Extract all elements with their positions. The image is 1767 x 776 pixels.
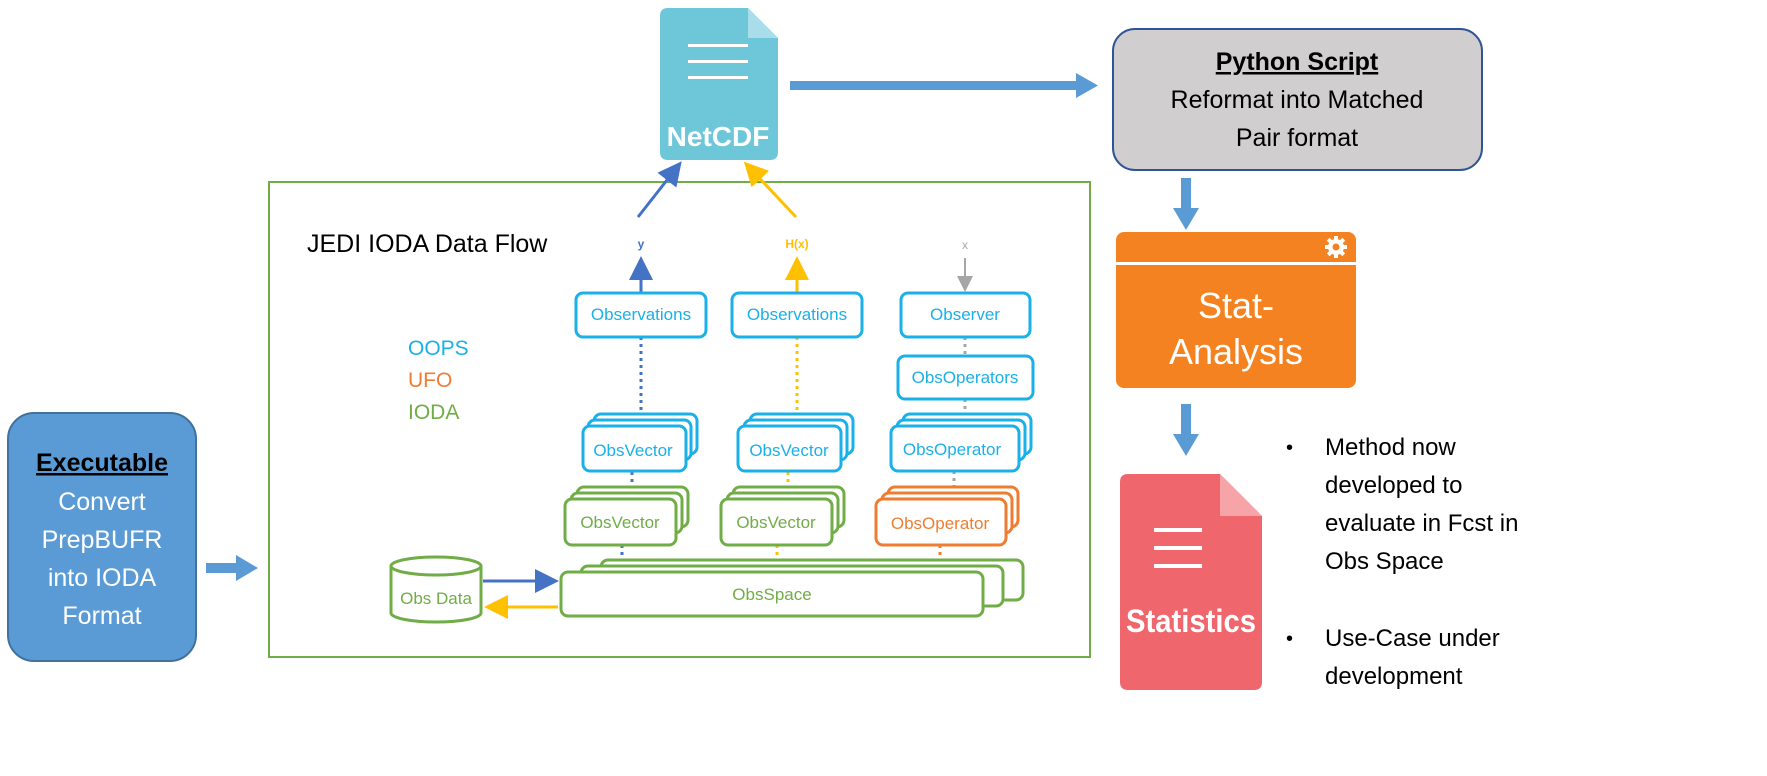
obsvector-oops-stack-1: ObsVector: [581, 412, 699, 473]
gear-icon: [1325, 236, 1347, 258]
obsoperator-ufo-stack: ObsOperator: [874, 485, 1020, 547]
output-hx-label: H(x): [785, 237, 808, 251]
stat-analysis-line-2: Analysis: [1169, 331, 1303, 372]
obsoperators-box-label: ObsOperators: [912, 368, 1019, 387]
legend-ioda: IODA: [408, 401, 459, 424]
python-script-box: Python Script Reformat into Matched Pair…: [1112, 28, 1483, 171]
executable-box: Executable Convert PrepBUFR into IODA Fo…: [7, 412, 197, 662]
observations-box-1: Observations: [574, 291, 708, 339]
hx-to-netcdf-arrow: [743, 161, 798, 219]
netcdf-to-python-arrow: [790, 73, 1098, 98]
netcdf-icon: NetCDF: [660, 8, 778, 160]
obsoperator-ufo-label: ObsOperator: [891, 514, 990, 533]
executable-title: Executable: [36, 449, 168, 477]
obsspace-label: ObsSpace: [732, 585, 811, 604]
obsoperator-oops-label: ObsOperator: [903, 440, 1002, 459]
observer-box: Observer: [899, 291, 1032, 339]
obsspace-stack: ObsSpace: [559, 558, 1025, 618]
obsvector-oops-stack-2: ObsVector: [736, 412, 855, 473]
obs-data-label: Obs Data: [400, 589, 472, 608]
stat-analysis-line-1: Stat-: [1198, 285, 1274, 326]
executable-line-2: PrepBUFR: [42, 526, 163, 554]
bullet-2-line-2: development: [1325, 663, 1463, 690]
legend-ufo: UFO: [408, 369, 452, 392]
obsvector-oops-1-label: ObsVector: [593, 441, 673, 460]
python-to-stat-arrow: [1173, 178, 1199, 230]
bullet-1-line-2: developed to: [1325, 472, 1462, 499]
jedi-title-rest: IODA Data Flow: [361, 230, 548, 258]
python-script-line-1: Reformat into Matched: [1171, 86, 1424, 114]
legend-oops: OOPS: [408, 337, 469, 360]
obsvector-ioda-stack-1: ObsVector: [563, 485, 690, 547]
obsoperators-box: ObsOperators: [896, 354, 1035, 401]
jedi-title-bold: JEDI: [307, 230, 361, 258]
observations-box-2-label: Observations: [747, 305, 847, 324]
obsoperator-oops-stack: ObsOperator: [889, 412, 1033, 473]
netcdf-label: NetCDF: [667, 121, 770, 152]
observer-box-label: Observer: [930, 305, 1000, 324]
obsvector-ioda-stack-2: ObsVector: [719, 485, 846, 547]
executable-line-3: into IODA: [48, 564, 157, 592]
statistics-icon: Statistics: [1120, 474, 1262, 690]
bullet-marker-1: •: [1286, 437, 1293, 459]
bullet-list: • Method now developed to evaluate in Fc…: [1286, 434, 1518, 690]
obsvector-ioda-1-label: ObsVector: [580, 513, 660, 532]
executable-line-1: Convert: [58, 488, 146, 516]
bullet-2-line-1: Use-Case under: [1325, 625, 1500, 652]
statistics-label: Statistics: [1126, 603, 1256, 639]
output-y-label: y: [638, 237, 645, 251]
bullet-1-line-1: Method now: [1325, 434, 1456, 461]
jedi-title: JEDI IODA Data Flow: [307, 230, 548, 258]
y-to-netcdf-arrow: [636, 161, 682, 218]
obs-data-cylinder: Obs Data: [389, 555, 483, 624]
python-script-title: Python Script: [1216, 48, 1379, 76]
bullet-1-line-3: evaluate in Fcst in: [1325, 510, 1518, 537]
observations-box-1-label: Observations: [591, 305, 691, 324]
output-x-label: x: [962, 238, 968, 252]
stat-analysis-box: Stat- Analysis: [1116, 232, 1356, 388]
obsvector-oops-2-label: ObsVector: [749, 441, 829, 460]
bullet-1-line-4: Obs Space: [1325, 548, 1444, 575]
executable-line-4: Format: [62, 602, 141, 630]
obsvector-ioda-2-label: ObsVector: [736, 513, 816, 532]
observations-box-2: Observations: [730, 291, 864, 339]
executable-to-jedi-arrow: [206, 555, 258, 581]
bullet-marker-2: •: [1286, 628, 1293, 650]
stat-to-statistics-arrow: [1173, 404, 1199, 456]
python-script-line-2: Pair format: [1236, 124, 1358, 152]
